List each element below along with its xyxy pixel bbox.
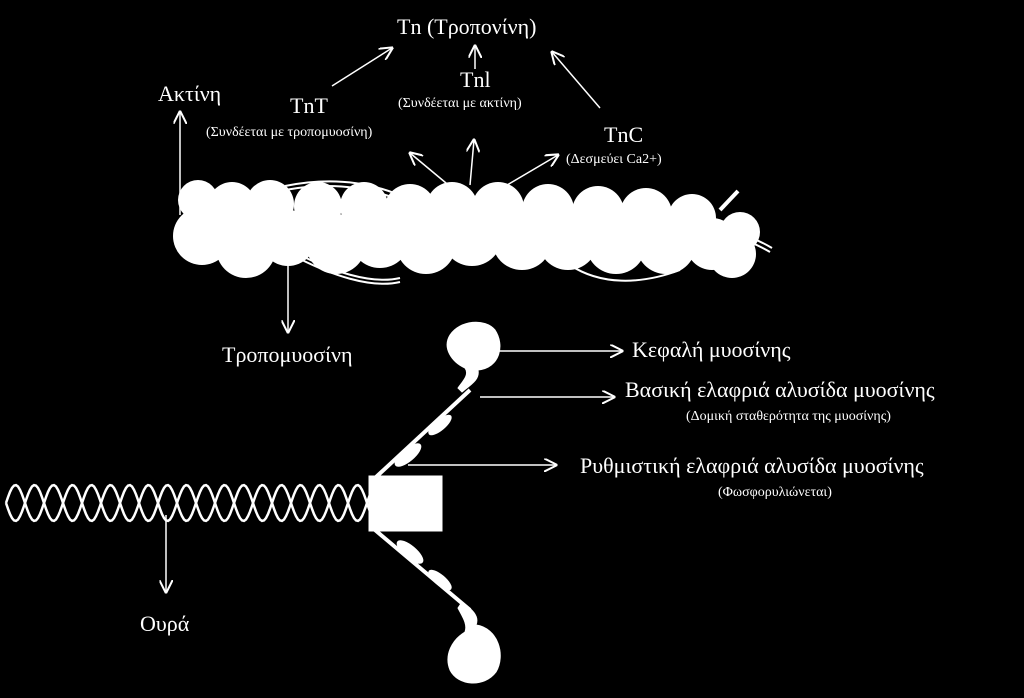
arrow-troponin-tnt: [331, 48, 392, 87]
regulatory-light-chain-upper: [394, 443, 422, 467]
tnc-description: (Δεσμεύει Ca2+): [566, 152, 662, 167]
myosin-tail-helix: [4, 483, 374, 523]
myosin-head-label: Κεφαλή μυοσίνης: [632, 337, 791, 362]
tni-description: (Συνδέεται με ακτίνη): [398, 96, 522, 111]
actin-label: Ακτίνη: [158, 81, 222, 106]
myosin-head-lower: [447, 601, 501, 684]
essential-light-chain-description: (Δομική σταθερότητα της μυοσίνης): [686, 409, 891, 424]
essential-light-chain-label: Βασική ελαφριά αλυσίδα μυοσίνης: [625, 377, 935, 402]
actin-bead: [260, 210, 316, 266]
actin-bead: [720, 212, 760, 252]
essential-light-chain-upper: [428, 414, 452, 436]
actin-bead: [208, 182, 256, 230]
tnt-description: (Συνδέεται με τροπομυοσίνη): [206, 125, 373, 140]
tnt-label: TnT: [290, 93, 328, 118]
arrow-tnt: [410, 153, 453, 189]
actin-bead: [306, 214, 366, 274]
regulatory-light-chain-lower: [396, 540, 424, 564]
actin-bead: [178, 180, 218, 220]
tropomyosin-strand: [284, 180, 773, 285]
arrow-tnc: [501, 155, 558, 189]
regulatory-light-chain-label: Ρυθμιστική ελαφριά αλυσίδα μυοσίνης: [580, 453, 924, 478]
annotation-arrows: [166, 46, 622, 592]
regulatory-light-chain-description: (Φωσφορυλιώνεται): [718, 485, 832, 500]
myosin-head-assembly: [368, 321, 501, 684]
arrow-troponin-tnc: [552, 52, 601, 109]
myosin-head-upper: [446, 321, 501, 393]
myosin-neck-block: [368, 475, 443, 532]
troponin-label: Tn (Τροπονίνη): [397, 14, 537, 39]
tnc-label: TnC: [604, 122, 644, 147]
tni-label: Tnl: [460, 67, 491, 92]
tropomyosin-label: Τροπομυοσίνη: [222, 342, 353, 367]
arrow-tni: [470, 140, 474, 186]
essential-light-chain-lower: [428, 569, 452, 591]
actin-filament: [173, 180, 760, 278]
tail-label: Ουρά: [140, 611, 190, 636]
